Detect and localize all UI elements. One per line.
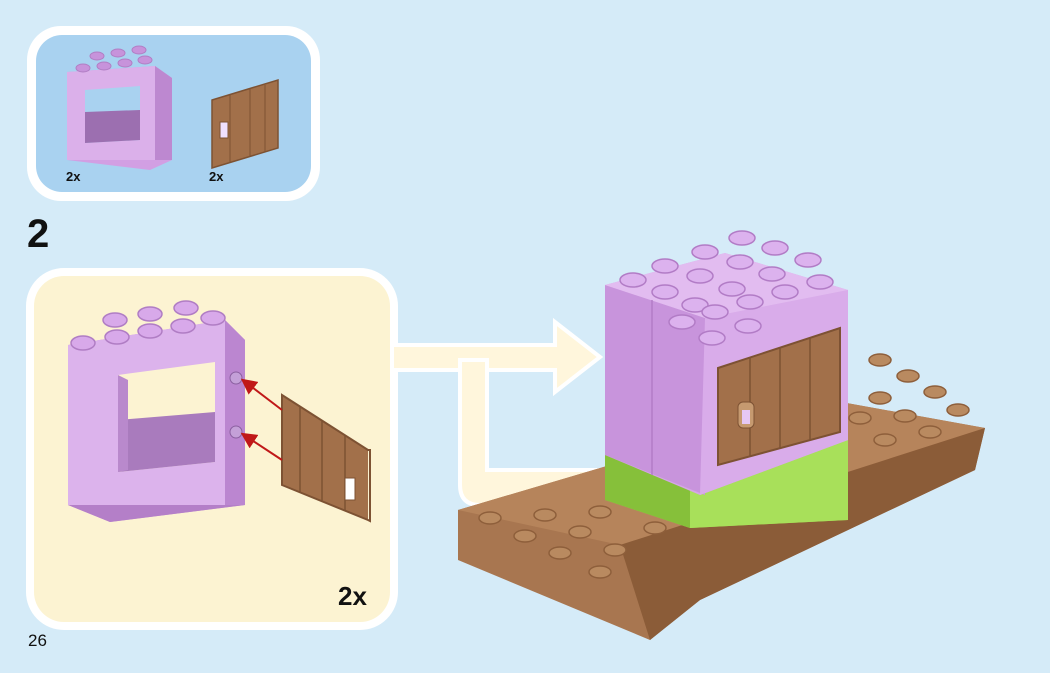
parts-window-frame-image [67,45,172,170]
page-number: 26 [28,631,47,650]
tower-shutter [717,326,841,467]
parts-shutter-quantity: 2x [209,169,224,184]
parts-shutter-image [211,78,279,170]
parts-frame-quantity: 2x [66,169,81,184]
sub-shutter-image [281,393,371,523]
step-number: 2 [27,212,50,256]
sub-window-frame-image [68,300,245,522]
sub-assembly-quantity: 2x [338,581,367,611]
attach-arrows [240,378,283,461]
